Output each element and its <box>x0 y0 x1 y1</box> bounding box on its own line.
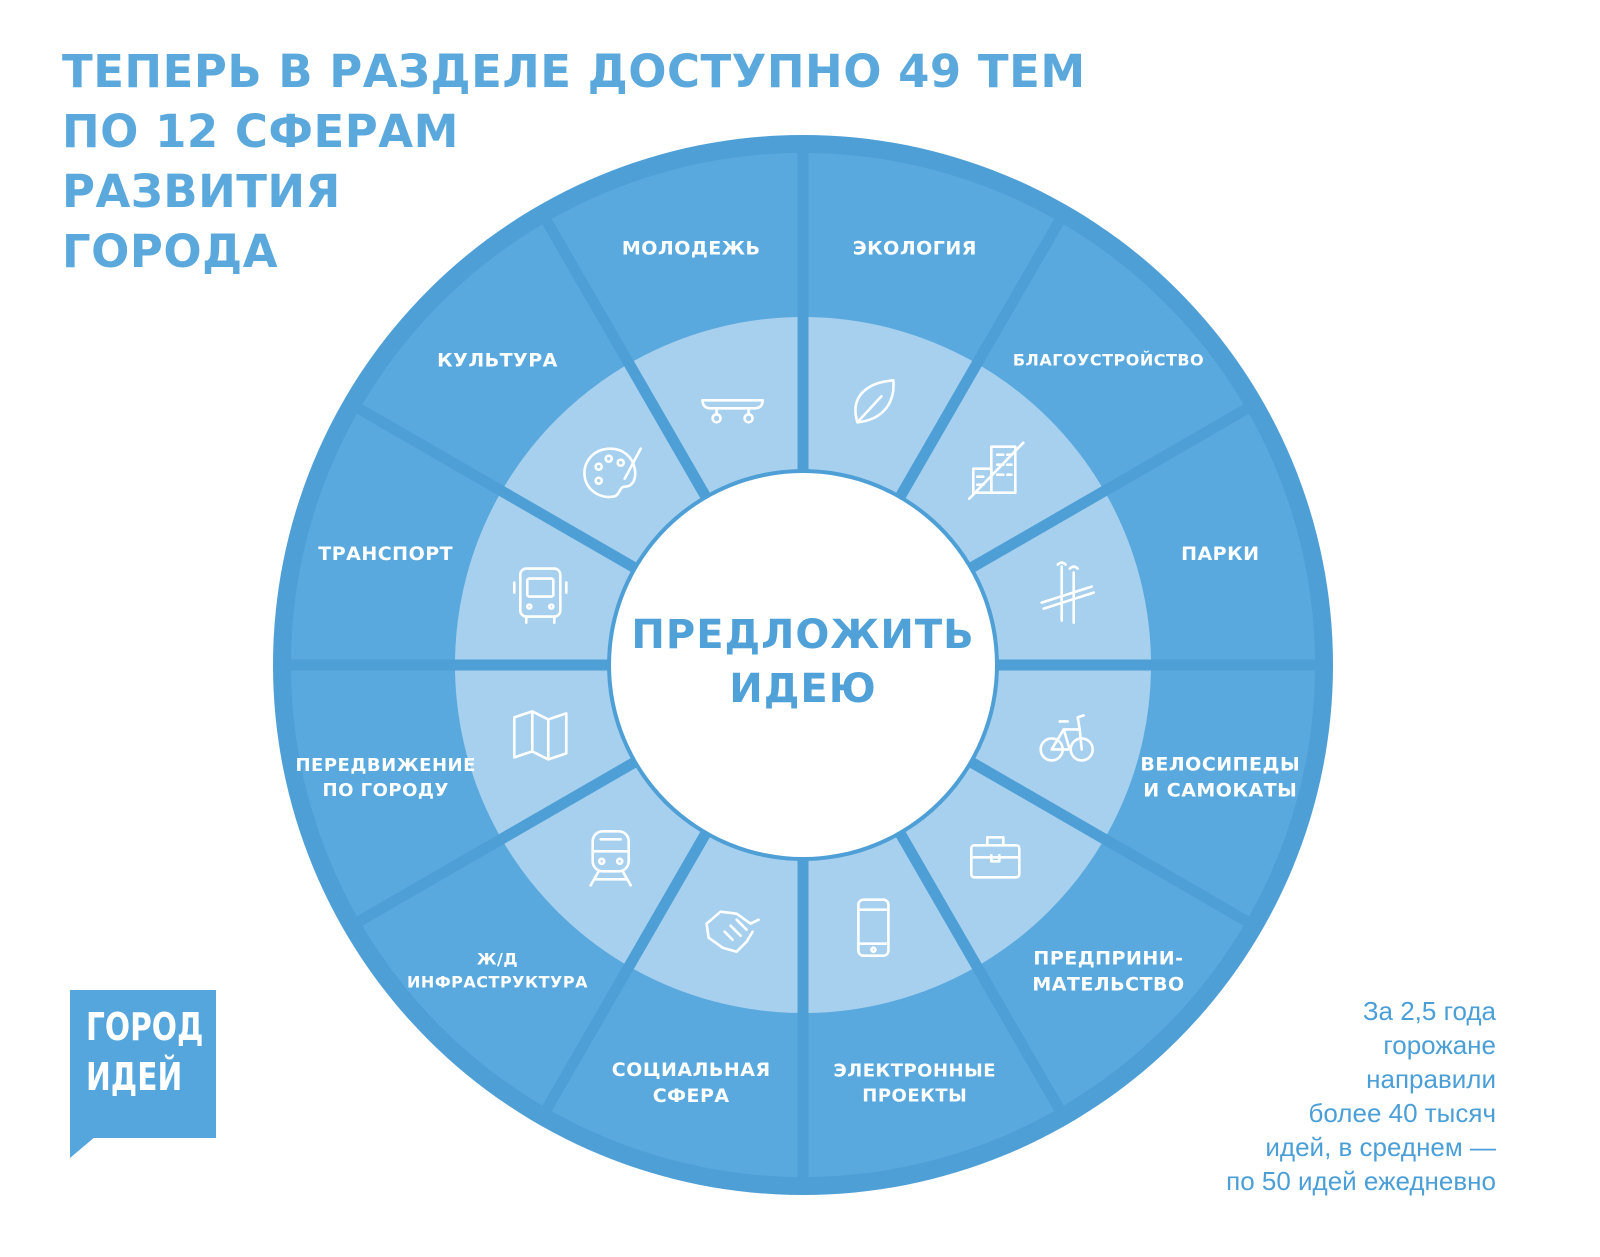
sphere-label: ТРАНСПОРТ <box>318 543 453 565</box>
segment-outer <box>1107 413 1315 660</box>
sphere-label: СОЦИАЛЬНАЯ <box>612 1059 771 1081</box>
sphere-label: ЭЛЕКТРОННЫЕ <box>834 1060 997 1081</box>
segment-inner <box>504 366 701 563</box>
segment-outer <box>981 843 1244 1106</box>
sphere-segment[interactable]: КУЛЬТУРА <box>362 224 701 563</box>
sphere-label: КУЛЬТУРА <box>437 349 558 371</box>
segment-outer <box>551 969 798 1177</box>
sphere-segments: ЭКОЛОГИЯ БЛАГОУСТРОЙСТВО ПАРКИ ВЕЛОСИПЕДЫ И … <box>291 153 1315 1177</box>
logo-speech-tail <box>70 1136 96 1158</box>
sphere-label: ПАРКИ <box>1181 543 1259 565</box>
handshake-icon <box>705 910 760 954</box>
buildings-icon <box>967 441 1025 501</box>
stats-line-6: по 50 идей ежедневно <box>1226 1166 1496 1196</box>
sphere-segment[interactable]: ПЕРЕДВИЖЕНИЕ ПО ГОРОДУ <box>291 670 631 917</box>
segment-inner <box>905 767 1102 964</box>
sphere-segment[interactable]: ТРАНСПОРТ <box>291 413 631 660</box>
segment-inner <box>633 317 798 493</box>
sphere-label: ИНФРАСТРУКТУРА <box>407 973 588 992</box>
sphere-segment[interactable]: ЭЛЕКТРОННЫЕ ПРОЕКТЫ <box>808 837 1055 1177</box>
center-title-line-1: ПРЕДЛОЖИТЬ <box>631 612 974 658</box>
segment-outer <box>808 969 1055 1177</box>
sphere-label: МАТЕЛЬСТВО <box>1032 973 1184 995</box>
segment-outer <box>981 224 1244 487</box>
segment-outer <box>291 413 499 660</box>
sphere-segment[interactable]: БЛАГОУСТРОЙСТВО <box>905 224 1244 563</box>
segment-inner <box>975 495 1151 660</box>
segment-inner <box>455 670 631 835</box>
segment-outer <box>362 843 625 1106</box>
headline: ТЕПЕРЬ В РАЗДЕЛЕ ДОСТУПНО 49 ТЕМ ПО 12 С… <box>62 42 1086 282</box>
sphere-label: ЭКОЛОГИЯ <box>853 238 977 260</box>
segment-outer <box>362 224 625 487</box>
stats-line-1: За 2,5 года <box>1362 996 1496 1026</box>
segment-outer <box>551 153 798 361</box>
skis-icon <box>1040 561 1095 624</box>
briefcase-icon <box>969 835 1021 879</box>
sphere-label: ПРОЕКТЫ <box>862 1085 967 1106</box>
sphere-segment[interactable]: МОЛОДЕЖЬ <box>551 153 798 493</box>
headline-line-4: ГОРОДА <box>62 225 279 278</box>
stats-line-5: идей, в среднем — <box>1265 1132 1496 1162</box>
skateboard-icon <box>701 398 764 424</box>
smartphone-icon <box>857 898 890 958</box>
sphere-label: И САМОКАТЫ <box>1143 780 1297 802</box>
center-title-line-2: ИДЕЮ <box>729 666 876 712</box>
bus-icon <box>512 567 568 624</box>
segment-outer <box>808 153 1055 361</box>
headline-line-2: ПО 12 СФЕРАМ <box>62 105 459 158</box>
sphere-segment[interactable]: ПРЕДПРИНИ- МАТЕЛЬСТВО <box>905 767 1244 1106</box>
logo-line-2: ИДЕЙ <box>86 1055 183 1099</box>
sphere-label: ПЕРЕДВИЖЕНИЕ <box>295 755 475 776</box>
sphere-segment[interactable]: ЭКОЛОГИЯ <box>808 153 1055 493</box>
sphere-label: ВЕЛОСИПЕДЫ <box>1140 754 1300 776</box>
logo <box>70 990 216 1138</box>
sphere-segment[interactable]: ВЕЛОСИПЕДЫ И САМОКАТЫ <box>975 670 1315 917</box>
leaf-icon <box>854 378 895 424</box>
sphere-label: СФЕРА <box>653 1085 730 1107</box>
sphere-label: ПО ГОРОДУ <box>323 780 449 801</box>
logo-text: ГОРОД ИДЕЙ <box>86 1002 203 1102</box>
bicycle-icon <box>1039 714 1094 762</box>
segment-outer <box>291 670 499 917</box>
segment-outer <box>1107 670 1315 917</box>
stats-line-3: направили <box>1366 1064 1496 1094</box>
center-circle[interactable] <box>611 473 995 857</box>
segment-inner <box>808 317 973 493</box>
segment-inner <box>504 767 701 964</box>
sphere-label: БЛАГОУСТРОЙСТВО <box>1013 350 1204 369</box>
stats-line-2: горожане <box>1383 1030 1496 1060</box>
palette-icon <box>583 447 643 499</box>
sphere-segment[interactable]: ПАРКИ <box>975 413 1315 660</box>
sphere-label: МОЛОДЕЖЬ <box>622 238 761 260</box>
sphere-label: Ж/Д <box>477 950 518 969</box>
sphere-label: ПРЕДПРИНИ- <box>1033 947 1183 969</box>
logo-line-1: ГОРОД <box>86 1005 204 1049</box>
headline-line-3: РАЗВИТИЯ <box>62 165 341 218</box>
sphere-segment[interactable]: СОЦИАЛЬНАЯ СФЕРА <box>551 837 798 1177</box>
segment-inner <box>633 837 798 1013</box>
headline-line-1: ТЕПЕРЬ В РАЗДЕЛЕ ДОСТУПНО 49 ТЕМ <box>62 45 1086 98</box>
train-icon <box>589 829 633 887</box>
sphere-segment[interactable]: Ж/Д ИНФРАСТРУКТУРА <box>362 767 701 1106</box>
map-icon <box>512 710 568 761</box>
stats-line-4: более 40 тысяч <box>1308 1098 1496 1128</box>
segment-inner <box>808 837 973 1013</box>
stats-text: За 2,5 года горожане направили более 40 … <box>1226 994 1496 1198</box>
